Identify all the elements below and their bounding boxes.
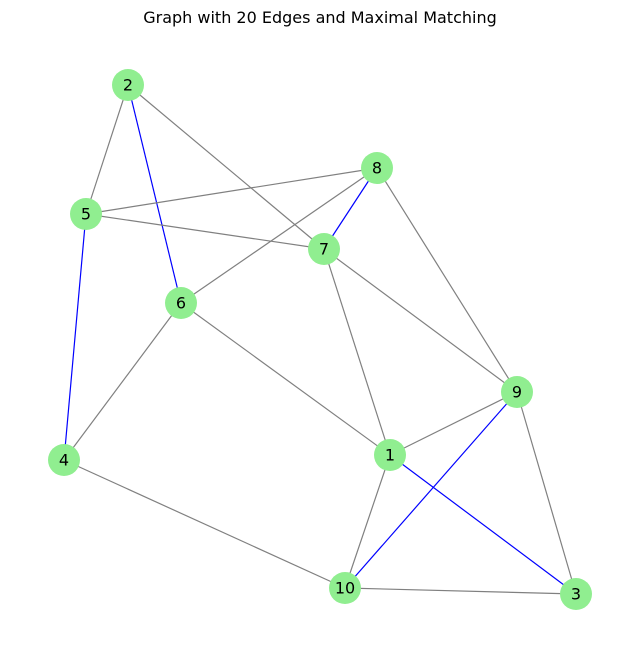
node-circle-3 <box>560 578 592 610</box>
edge-8-9 <box>376 167 518 393</box>
node-label-5: 5 <box>81 205 91 224</box>
node-2: 2 <box>112 69 144 101</box>
node-label-4: 4 <box>59 451 69 470</box>
node-label-10: 10 <box>335 579 355 598</box>
node-label-3: 3 <box>571 585 581 604</box>
node-label-8: 8 <box>372 159 382 178</box>
node-circle-8 <box>361 152 393 184</box>
node-4: 4 <box>48 444 80 476</box>
node-label-6: 6 <box>176 294 186 313</box>
node-circle-2 <box>112 69 144 101</box>
node-7: 7 <box>308 233 340 265</box>
node-10: 10 <box>329 572 361 604</box>
edge-4-10 <box>63 459 346 589</box>
node-label-9: 9 <box>512 383 522 402</box>
node-circle-4 <box>48 444 80 476</box>
node-6: 6 <box>165 287 197 319</box>
edges-layer <box>63 84 577 595</box>
edge-2-5 <box>85 84 129 215</box>
node-circle-10 <box>329 572 361 604</box>
node-circle-1 <box>374 439 406 471</box>
edge-7-9 <box>323 248 518 393</box>
edge-5-7 <box>85 213 325 250</box>
node-circle-5 <box>70 198 102 230</box>
chart-title: Graph with 20 Edges and Maximal Matching <box>143 8 497 27</box>
node-8: 8 <box>361 152 393 184</box>
node-9: 9 <box>501 376 533 408</box>
edge-6-4 <box>63 302 182 461</box>
edge-5-8 <box>85 167 378 215</box>
matching-edge-1-3 <box>389 454 577 595</box>
matching-edge-8-7 <box>323 167 378 250</box>
edge-9-1 <box>389 391 518 456</box>
matching-edge-2-6 <box>127 84 182 304</box>
node-label-7: 7 <box>319 240 329 259</box>
edge-9-3 <box>516 391 577 595</box>
node-3: 3 <box>560 578 592 610</box>
node-circle-7 <box>308 233 340 265</box>
matching-edge-9-10 <box>344 391 518 589</box>
node-label-1: 1 <box>385 446 395 465</box>
edge-8-6 <box>180 167 378 304</box>
edge-7-1 <box>323 248 391 456</box>
edge-10-3 <box>344 587 577 595</box>
edge-2-7 <box>127 84 325 250</box>
node-circle-6 <box>165 287 197 319</box>
node-1: 1 <box>374 439 406 471</box>
node-5: 5 <box>70 198 102 230</box>
node-label-2: 2 <box>123 76 133 95</box>
edge-6-1 <box>180 302 391 456</box>
edge-1-10 <box>344 454 391 589</box>
node-circle-9 <box>501 376 533 408</box>
matching-edge-5-4 <box>63 213 87 461</box>
nodes-layer: 1 2 3 4 5 6 7 8 9 10 <box>48 69 592 610</box>
